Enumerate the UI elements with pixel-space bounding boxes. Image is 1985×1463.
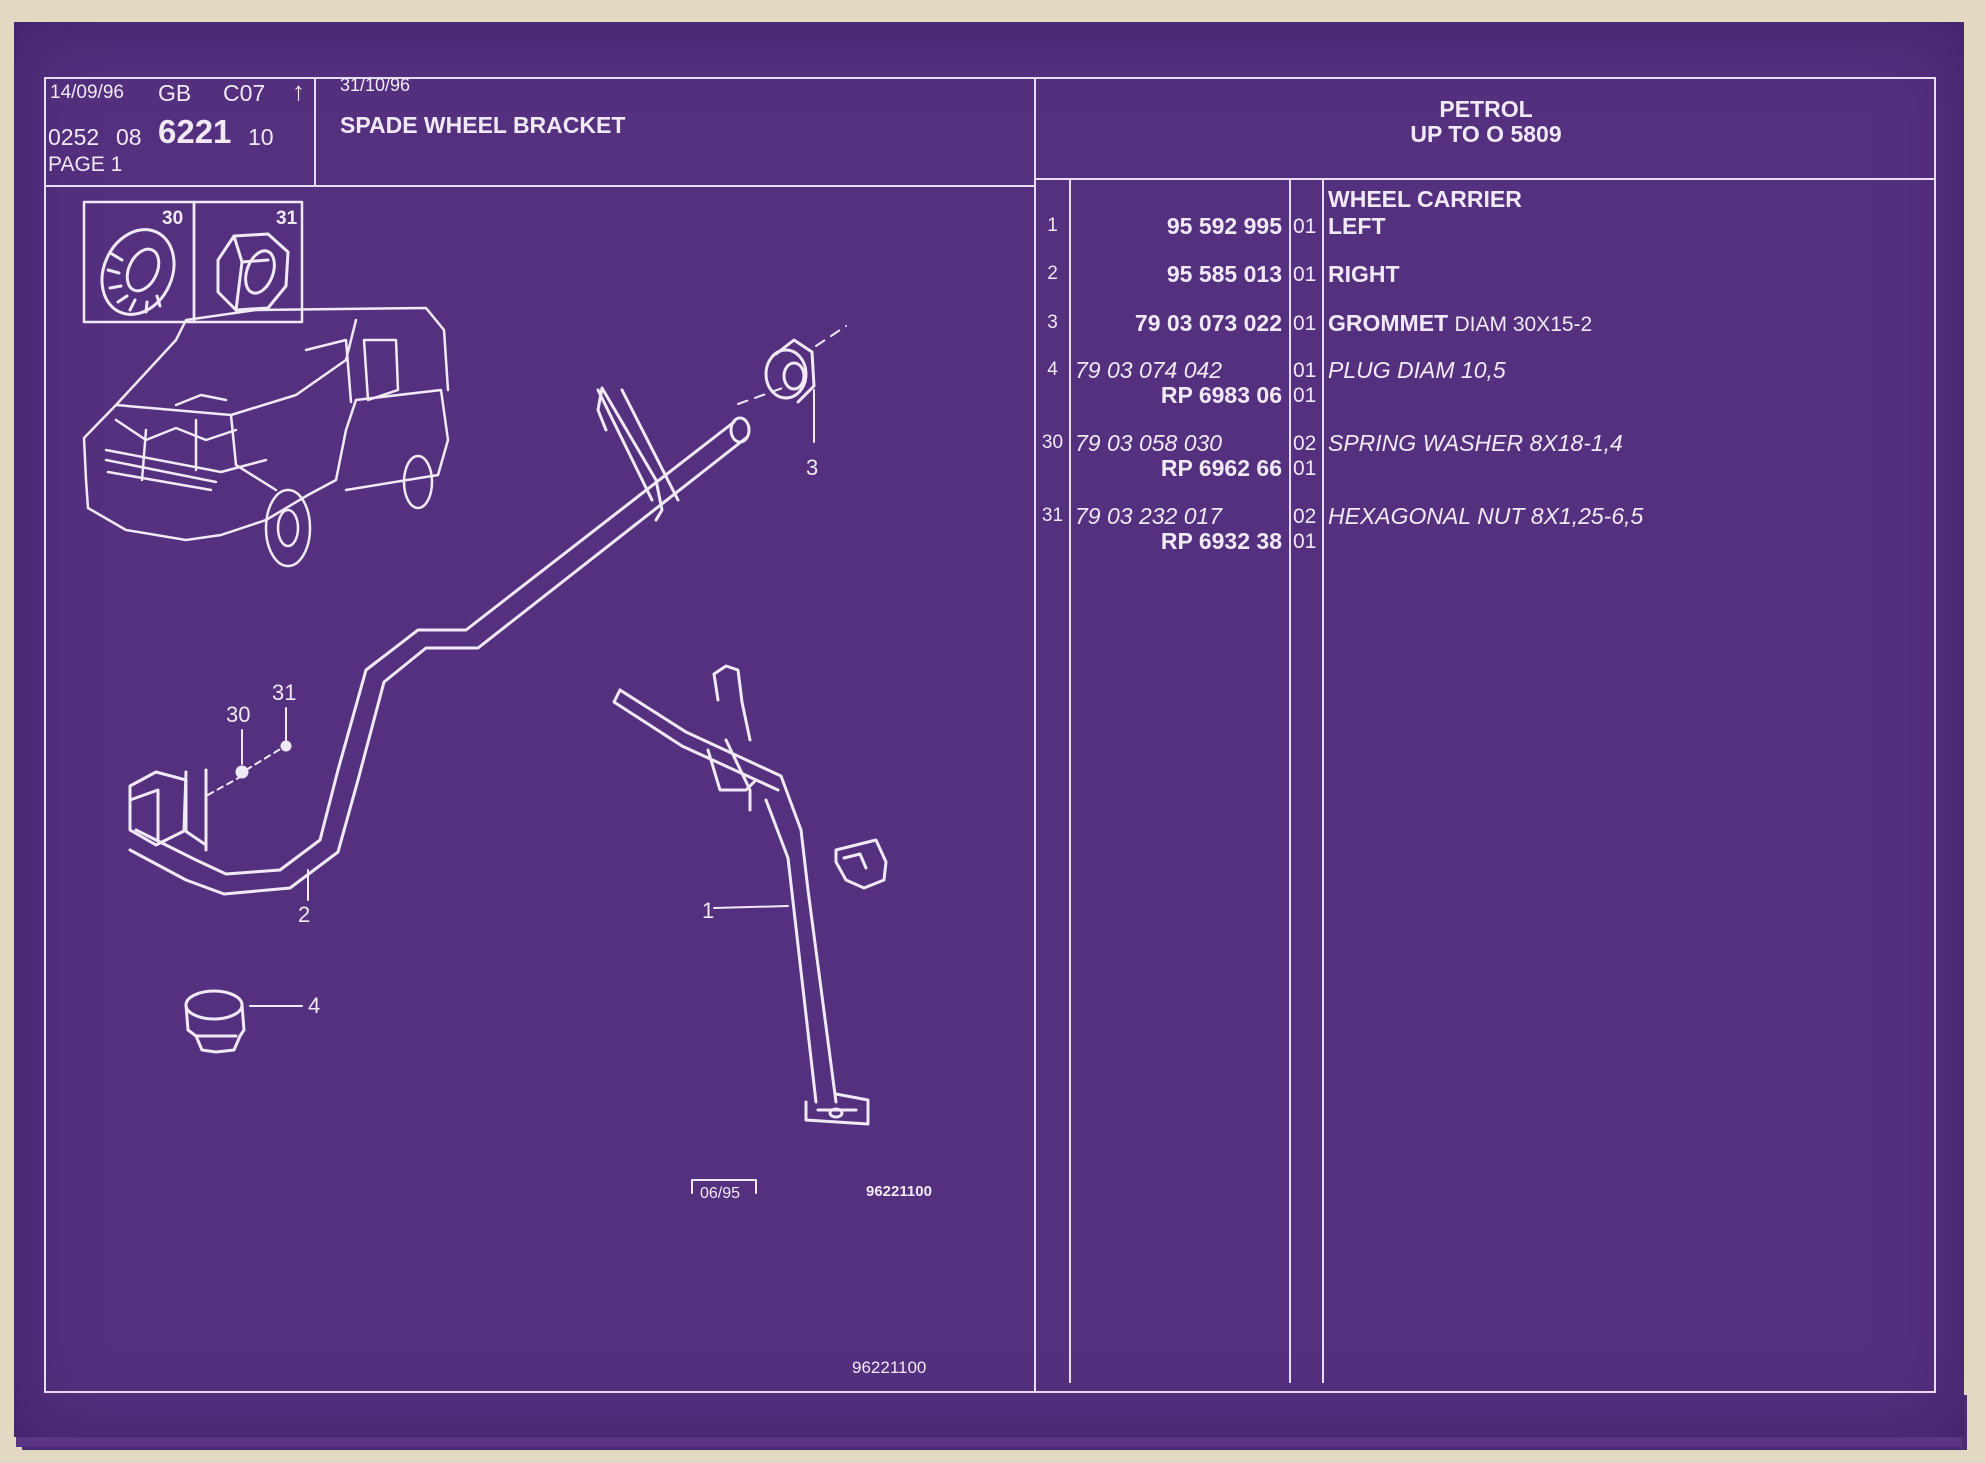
row-part-number: 79 03 232 017 <box>1075 503 1223 529</box>
header-ref-a: 0252 <box>48 124 100 150</box>
page-title: SPADE WHEEL BRACKET <box>340 112 626 138</box>
parts-sheet <box>14 22 1964 1437</box>
inset-label-washer: 30 <box>162 208 183 229</box>
plug-part <box>184 989 303 1054</box>
row-no: 31 <box>1041 505 1064 526</box>
left-bracket-part <box>612 664 888 1126</box>
row-description-main: GROMMET <box>1328 310 1449 336</box>
callout-30: 30 <box>226 702 250 727</box>
spring-washer-icon <box>100 228 176 316</box>
header-lang: GB <box>158 80 192 106</box>
header-divider-right <box>1036 178 1936 180</box>
row-no: 4 <box>1047 359 1058 380</box>
row-qty-replacement: 01 <box>1293 530 1317 553</box>
header-divider-left <box>44 185 1036 187</box>
row-part-number: 79 03 073 022 <box>1134 310 1282 336</box>
row-description: RIGHT <box>1328 261 1400 287</box>
row-part-number: 95 585 013 <box>1166 261 1282 287</box>
serial-range: UP TO O 5809 <box>1410 121 1562 147</box>
row-no: 2 <box>1047 263 1058 284</box>
row-qty: 02 <box>1293 505 1317 528</box>
drawing-date-box: 06/95 <box>691 1179 757 1202</box>
sheet-frame <box>44 77 1936 1393</box>
row-no: 30 <box>1041 432 1064 453</box>
inset-label-nut: 31 <box>276 208 298 229</box>
callout-3: 3 <box>806 455 818 480</box>
row-qty: 02 <box>1293 432 1317 455</box>
van-icon <box>82 306 450 568</box>
header-date: 14/09/96 <box>50 82 124 103</box>
row-part-number: 95 592 995 <box>1166 213 1282 239</box>
row-part-number: 79 03 074 042 <box>1075 357 1223 383</box>
table-col-qty-divider <box>1322 178 1324 1383</box>
header-ref-main: 6221 <box>158 113 232 150</box>
drawing-reference: 96221100 <box>866 1183 932 1200</box>
row-description-extra: DIAM 30X15-2 <box>1454 313 1593 336</box>
callout-4: 4 <box>308 993 320 1018</box>
row-description: SPRING WASHER 8X18-1,4 <box>1328 430 1623 456</box>
row-description: HEXAGONAL NUT 8X1,25-6,5 <box>1328 503 1644 529</box>
row-description: LEFT <box>1328 213 1386 239</box>
header-code: C07 <box>223 80 266 106</box>
grommet-part <box>737 325 847 443</box>
header-cell-divider <box>314 77 316 186</box>
header-ref-b: 08 <box>116 124 142 150</box>
footer-reference: 96221100 <box>852 1358 926 1377</box>
header-page: PAGE 1 <box>48 153 123 176</box>
row-replacement-number: RP 6932 38 <box>1160 528 1282 554</box>
row-no: 1 <box>1047 215 1058 236</box>
row-qty: 01 <box>1293 215 1317 238</box>
callout-31: 31 <box>272 680 296 705</box>
row-description: PLUG DIAM 10,5 <box>1328 357 1506 383</box>
row-qty-replacement: 01 <box>1293 384 1317 407</box>
hex-nut-icon <box>216 232 290 312</box>
row-qty: 01 <box>1293 263 1317 286</box>
callout-2: 2 <box>298 902 310 927</box>
header-ref-c: 10 <box>248 124 274 150</box>
row-qty: 01 <box>1293 312 1317 335</box>
row-description: GROMMET DIAM 30X15-2 <box>1328 310 1592 337</box>
row-part-number: 79 03 058 030 <box>1075 430 1223 456</box>
row-qty: 01 <box>1293 359 1317 382</box>
row-no: 3 <box>1047 312 1058 333</box>
row-replacement-number: RP 6962 66 <box>1160 455 1282 481</box>
exploded-diagram: 30 31 <box>82 200 932 1377</box>
main-vertical-divider <box>1034 77 1036 1393</box>
fastener-callout-markers <box>205 707 292 797</box>
engine-type: PETROL <box>1439 96 1533 122</box>
drawing-date: 06/95 <box>700 1185 740 1202</box>
row-qty-replacement: 01 <box>1293 457 1317 480</box>
row-replacement-number: RP 6983 06 <box>1160 382 1282 408</box>
callout-1: 1 <box>702 898 714 923</box>
right-bracket-part <box>128 386 751 901</box>
table-col-ref-divider <box>1289 178 1291 1383</box>
header-revision-date: 31/10/96 <box>340 75 411 95</box>
group-heading: WHEEL CARRIER <box>1328 186 1522 212</box>
table-col-no-divider <box>1069 178 1071 1383</box>
inset-hardware: 30 31 <box>82 200 304 324</box>
arrow-up-icon: ↑ <box>292 76 305 106</box>
